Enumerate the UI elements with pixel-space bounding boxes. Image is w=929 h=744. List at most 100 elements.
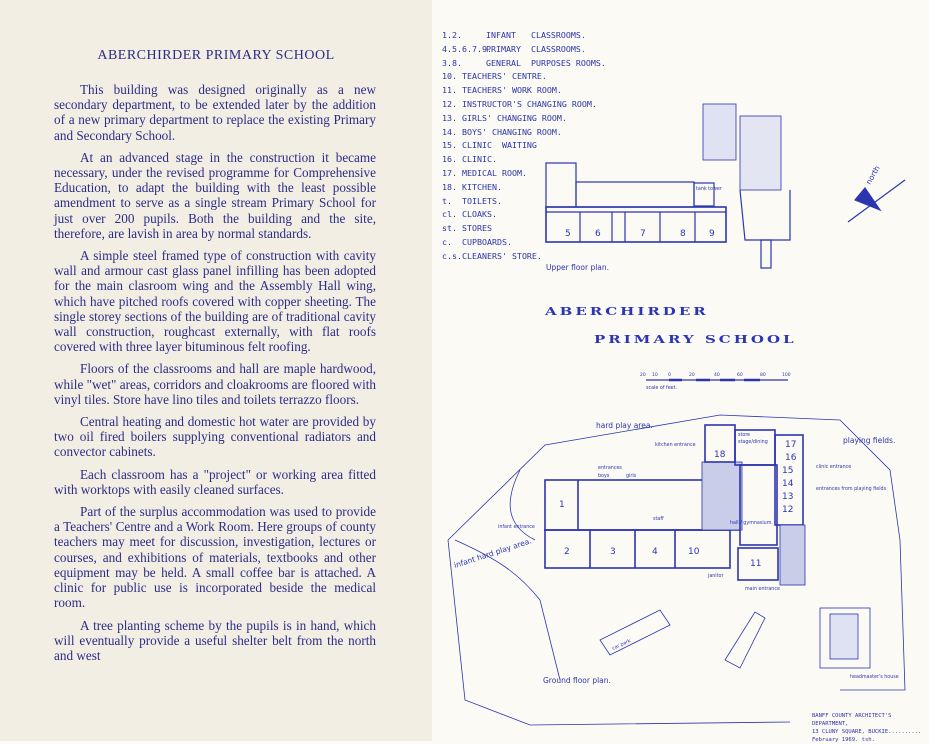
tank-tower-label: tank tower — [696, 186, 722, 192]
paragraph: Each classroom has a "project" or workin… — [54, 466, 376, 497]
car-park-label: car park — [611, 638, 632, 652]
boys-label: boys — [598, 473, 610, 479]
legend-item: st.STORES — [442, 223, 606, 237]
legend-label: GENERAL PURPOSES ROOMS. — [486, 57, 606, 68]
legend-label: TOILETS. — [462, 195, 502, 206]
body-text: This building was designed originally as… — [54, 82, 376, 670]
janitor-label: janitor — [707, 573, 723, 579]
upper-floor-plan — [545, 103, 791, 269]
infant-play-label: infant hard play area. — [453, 536, 533, 570]
room-5: 5 — [565, 229, 571, 239]
legend-item: cl.CLOAKS. — [442, 209, 606, 223]
legend-key: 1.2. — [442, 30, 462, 40]
paragraph: A simple steel framed type of constructi… — [54, 248, 376, 355]
page-title: ABERCHIRDER PRIMARY SCHOOL — [97, 48, 335, 63]
legend-label: CLINIC. — [462, 154, 497, 165]
room-legend: 1.2. INFANT CLASSROOMS. 4.5.6.7.9.PRIMARY … — [442, 30, 606, 265]
legend-key: 13. — [442, 112, 457, 123]
legend-key: 16. — [442, 154, 457, 165]
room-7: 7 — [640, 229, 646, 239]
legend-item: 1.2. INFANT CLASSROOMS. — [442, 30, 606, 44]
legend-item: 11. TEACHERS' WORK ROOM. — [442, 85, 606, 99]
hall-label: hall / gymnasium. — [730, 520, 773, 526]
room-18: 18 — [714, 450, 726, 460]
legend-item: 10.TEACHERS' CENTRE. — [442, 71, 606, 85]
legend-key: 3.8. — [442, 57, 462, 68]
paragraph: A tree planting scheme by the pupils is … — [54, 617, 376, 663]
playing-fields-label: playing fields. — [843, 436, 895, 445]
legend-label: GIRLS' CHANGING ROOM. — [462, 112, 567, 123]
room-3: 3 — [610, 547, 616, 557]
legend-key: 18. — [442, 181, 457, 192]
kitchen-entrance-label: kitchen entrance — [655, 442, 696, 448]
main-entrance-label: main entrance — [745, 586, 780, 592]
upper-plan-caption: Upper floor plan. — [546, 263, 609, 272]
room-10: 10 — [688, 547, 700, 557]
room-4: 4 — [652, 547, 658, 557]
legend-item: c. CUPBOARDS. — [442, 237, 606, 251]
legend-item: 3.8. GENERAL PURPOSES ROOMS. — [442, 58, 606, 72]
north-label: north — [864, 164, 882, 186]
legend-label: STORES — [462, 223, 492, 234]
legend-item: 16. CLINIC. — [442, 154, 606, 168]
hard-play-area-label: hard play area. — [596, 421, 653, 430]
room-11: 11 — [750, 559, 761, 569]
car-parks — [599, 607, 871, 669]
room-17: 17 — [785, 440, 796, 450]
legend-label: INFANT CLASSROOMS. — [486, 30, 586, 40]
legend-key: 12. — [442, 98, 457, 109]
legend-key: 11. — [442, 85, 457, 96]
north-arrow-icon — [847, 179, 906, 223]
scale-tick: 20 — [640, 372, 646, 378]
legend-label: CLINIC WAITING — [462, 140, 537, 151]
room-9: 9 — [709, 229, 715, 239]
legend-item: 13. GIRLS' CHANGING ROOM. — [442, 113, 606, 127]
legend-item: 4.5.6.7.9.PRIMARY CLASSROOMS. — [442, 44, 606, 58]
legend-label: BOYS' CHANGING ROOM. — [462, 126, 562, 137]
legend-item: 15. CLINIC WAITING — [442, 140, 606, 154]
headmaster-house-label: headmaster's house — [850, 674, 899, 680]
entrances-label: entrances — [598, 465, 622, 471]
legend-label: TEACHERS' CENTRE. — [462, 71, 547, 82]
left-page: ABERCHIRDER PRIMARY SCHOOL This building… — [0, 0, 432, 741]
legend-label: INSTRUCTOR'S CHANGING ROOM. — [462, 98, 597, 109]
legend-key: c. — [442, 236, 452, 247]
legend-key: 17. — [442, 167, 457, 178]
credit-line: February 1969. tsh. — [812, 737, 875, 743]
infant-entrance-label: infant entrance — [498, 524, 535, 530]
heading-line-2: PRIMARY SCHOOL — [594, 332, 797, 346]
legend-label: TEACHERS' WORK ROOM. — [462, 85, 562, 96]
scale-caption: scale of feet. — [646, 385, 677, 391]
room-6: 6 — [595, 229, 601, 239]
scale-tick: 60 — [737, 372, 743, 378]
legend-key: 15. — [442, 140, 457, 151]
room-1: 1 — [559, 500, 565, 510]
legend-label: CLEANERS' STORE. — [462, 250, 542, 261]
stage-label: stage/dining — [738, 439, 768, 445]
paragraph: At an advanced stage in the construction… — [54, 149, 376, 241]
legend-item: 18. KITCHEN. — [442, 182, 606, 196]
paragraph: This building was designed originally as… — [54, 82, 376, 143]
scale-tick: 10 — [652, 372, 658, 378]
room-16: 16 — [785, 453, 797, 463]
legend-item: 14. BOYS' CHANGING ROOM. — [442, 127, 606, 141]
legend-label: PRIMARY CLASSROOMS. — [486, 43, 586, 54]
scale-tick: 40 — [714, 372, 720, 378]
room-14: 14 — [782, 479, 794, 489]
room-13: 13 — [782, 492, 793, 502]
room-12: 12 — [782, 505, 793, 515]
legend-label: CUPBOARDS. — [462, 236, 512, 247]
girls-label: girls — [626, 473, 637, 479]
legend-item: 17. MEDICAL ROOM. — [442, 168, 606, 182]
legend-item: 12. INSTRUCTOR'S CHANGING ROOM. — [442, 99, 606, 113]
credit-line: 13 CLUNY SQUARE, BUCKIE.......... — [812, 729, 922, 735]
room-8: 8 — [680, 229, 686, 239]
credit-line: BANFF COUNTY ARCHITECT'S DEPARTMENT, — [812, 713, 892, 727]
architect-credit: BANFF COUNTY ARCHITECT'S DEPARTMENT, 13 … — [812, 712, 929, 744]
ground-plan-caption: Ground floor plan. — [543, 676, 611, 685]
legend-key: 14. — [442, 126, 457, 137]
paragraph: Floors of the classrooms and hall are ma… — [54, 361, 376, 407]
legend-label: MEDICAL ROOM. — [462, 167, 527, 178]
paragraph: Central heating and domestic hot water a… — [54, 414, 376, 460]
legend-label: KITCHEN. — [462, 181, 502, 192]
